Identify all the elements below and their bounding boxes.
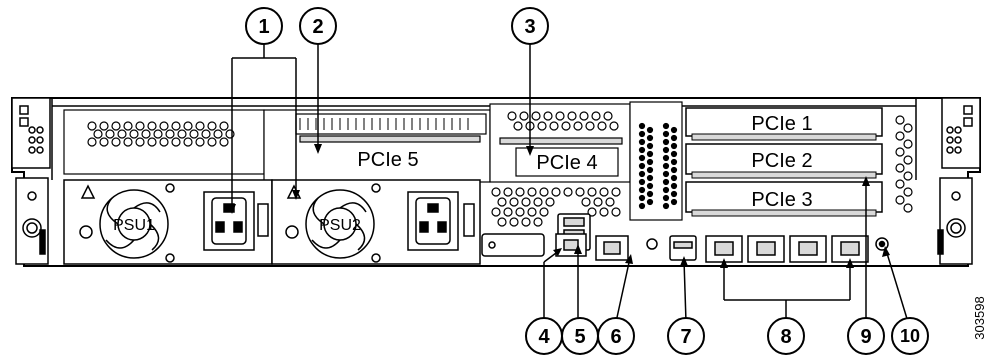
fan-icon — [99, 189, 169, 259]
left-rack-ear — [11, 97, 51, 265]
callout-2: 2 — [299, 7, 337, 45]
callout-3: 3 — [511, 7, 549, 45]
callout-10-number: 10 — [900, 326, 920, 346]
callout-4-number: 4 — [538, 326, 550, 348]
io-screw — [646, 238, 658, 250]
ac-inlet-icon — [407, 191, 459, 251]
warning-icon — [80, 184, 96, 199]
pcie2-label: PCIe 2 — [751, 150, 812, 172]
psu1 — [63, 179, 273, 265]
rj45-port-icon — [555, 233, 587, 257]
callout-1: 1 — [245, 7, 283, 45]
callout-3-number: 3 — [524, 16, 535, 38]
ground-icon — [285, 225, 299, 239]
pcie2-slot — [685, 143, 883, 179]
pcie3-slot — [685, 181, 883, 217]
figure-id: 303598 — [972, 296, 987, 339]
pcie1-label: PCIe 1 — [751, 113, 812, 135]
id-button — [875, 237, 889, 251]
pcie3-label: PCIe 3 — [751, 189, 812, 211]
pcie4-riser — [489, 103, 631, 183]
callout-5: 5 — [561, 317, 599, 355]
callout-arrowheads — [228, 144, 890, 268]
pcie5-riser — [263, 109, 491, 183]
callout-9-number: 9 — [860, 326, 871, 348]
top-left-vent — [63, 109, 265, 175]
pcie4-label: PCIe 4 — [536, 152, 597, 174]
callout-10: 10 — [891, 317, 929, 355]
pcie1-slot — [685, 107, 883, 141]
callout-2-number: 2 — [312, 16, 323, 38]
callout-9: 9 — [847, 317, 885, 355]
callout-8: 8 — [767, 317, 805, 355]
center-led-column — [629, 101, 683, 221]
callout-6-number: 6 — [610, 326, 621, 348]
psu2 — [271, 179, 481, 265]
ground-icon — [79, 225, 93, 239]
callout-4: 4 — [525, 317, 563, 355]
io-blank-plate — [481, 233, 545, 257]
fan-icon — [305, 189, 375, 259]
pcie5-label: PCIe 5 — [357, 149, 418, 171]
callout-7-number: 7 — [680, 326, 691, 348]
callout-7: 7 — [667, 317, 705, 355]
right-rack-ear — [937, 97, 981, 265]
usb-port-icon — [669, 235, 697, 261]
right-vent — [895, 115, 913, 213]
callout-6: 6 — [597, 317, 635, 355]
ac-inlet-icon — [203, 191, 255, 251]
io-vent — [491, 187, 621, 227]
psu1-label: PSU1 — [113, 217, 155, 234]
callout-leaders — [231, 44, 909, 323]
rj45-port-icon — [595, 235, 629, 261]
callout-1-number: 1 — [258, 16, 269, 38]
lan-ports — [705, 235, 869, 263]
callout-5-number: 5 — [574, 326, 585, 348]
callout-8-number: 8 — [780, 326, 791, 348]
psu2-label: PSU2 — [319, 217, 361, 234]
